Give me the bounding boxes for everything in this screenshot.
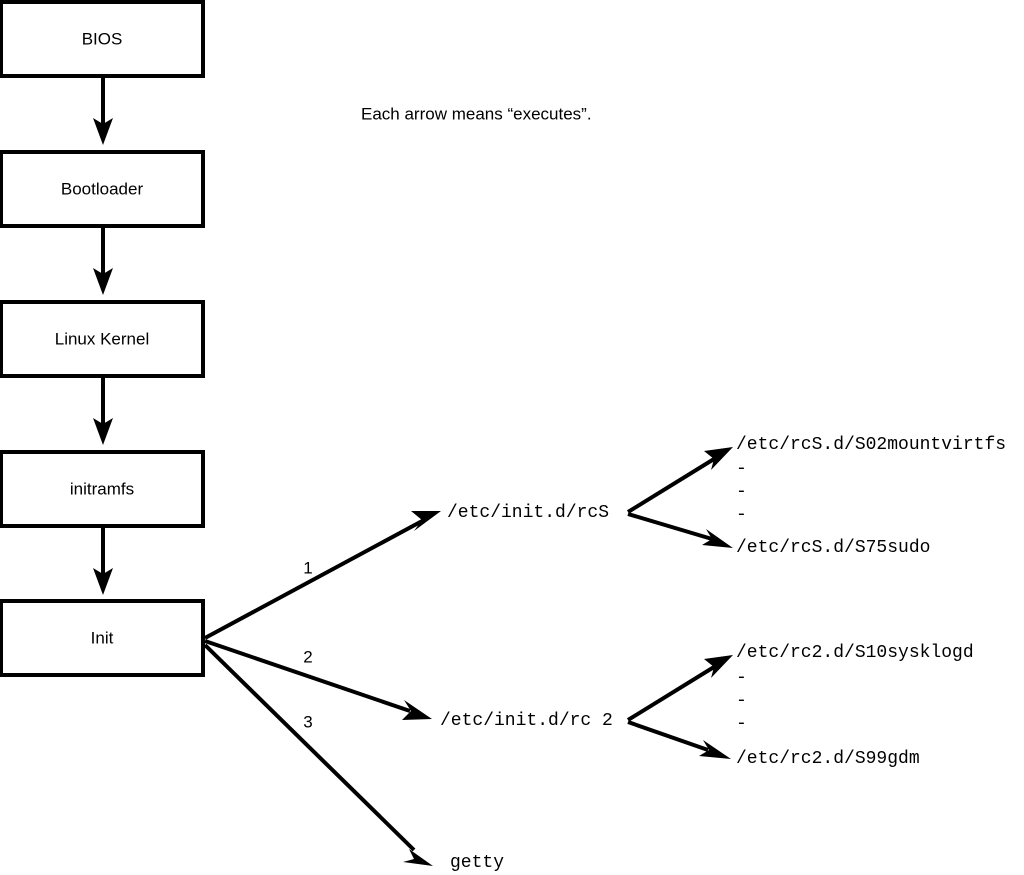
script-label-getty: getty (450, 853, 504, 873)
box-initramfs[interactable]: initramfs (0, 450, 205, 528)
arrowhead-rc2-bottom (699, 740, 731, 759)
branch-2-number: 2 (303, 647, 312, 666)
rcs-fanout-arrows (626, 447, 733, 548)
chain-connectors (93, 76, 113, 595)
rc2-fanout-arrows (626, 655, 733, 759)
rcs-target-first: /etc/rcS.d/S02mountvirtfs (736, 435, 1006, 455)
box-linux-kernel-rect (0, 300, 205, 378)
branch-1-number: 1 (303, 558, 312, 577)
arrowhead-kernel-to-initramfs (93, 418, 113, 445)
box-initramfs-label: initramfs (70, 479, 134, 498)
branch-2-arrow (204, 639, 432, 720)
script-label-rcs: /etc/init.d/rcS (447, 503, 609, 523)
arrowhead-rc2-top (704, 655, 733, 678)
arrowhead-branch-2 (402, 700, 432, 720)
arrowhead-bios-to-bootloader (93, 118, 113, 145)
box-init-label: Init (91, 628, 114, 647)
rcs-top-line (626, 457, 716, 514)
rc2-target-first: /etc/rc2.d/S10sysklogd (736, 643, 974, 663)
box-bios[interactable]: BIOS (0, 0, 205, 78)
rcs-target-last: /etc/rcS.d/S75sudo (736, 538, 930, 558)
script-label-rc2: /etc/init.d/rc 2 (440, 711, 613, 731)
box-initramfs-rect (0, 450, 205, 528)
rc2-ellipsis-dash-1: - (736, 668, 747, 688)
rc2-target-last: /etc/rc2.d/S99gdm (736, 749, 920, 769)
arrowhead-branch-1 (411, 511, 441, 531)
rcs-ellipsis-dash-2: - (736, 482, 747, 502)
rc2-ellipsis-dash-3: - (736, 714, 747, 734)
arrowhead-initramfs-to-init (93, 568, 113, 595)
box-bootloader-rect (0, 150, 205, 228)
branch-2-line (204, 639, 411, 713)
branch-3-line (203, 643, 416, 852)
box-linux-kernel-label: Linux Kernel (55, 329, 150, 348)
arrowhead-branch-3 (403, 849, 433, 866)
box-bios-rect (0, 0, 205, 78)
box-bootloader-label: Bootloader (61, 179, 144, 198)
rcs-bottom-line (627, 512, 713, 541)
rc2-ellipsis-dash-2: - (736, 691, 747, 711)
rc2-bottom-line (627, 720, 709, 752)
box-bios-label: BIOS (82, 29, 123, 48)
rcs-ellipsis-dash-1: - (736, 459, 747, 479)
box-bootloader[interactable]: Bootloader (0, 150, 205, 228)
box-init[interactable]: Init (0, 599, 205, 677)
arrowhead-rcs-top (704, 447, 733, 470)
branch-3-arrow (203, 643, 433, 866)
rc2-top-line (626, 665, 716, 722)
caption-text: Each arrow means “executes”. (361, 104, 592, 123)
branch-3-number: 3 (303, 712, 312, 731)
rcs-ellipsis-dash-3: - (736, 505, 747, 525)
box-linux-kernel[interactable]: Linux Kernel (0, 300, 205, 378)
box-init-rect (0, 599, 205, 677)
arrowhead-rcs-bottom (702, 529, 733, 548)
arrowhead-bootloader-to-kernel (93, 268, 113, 295)
branch-1-arrow (204, 511, 441, 640)
branch-1-line (204, 518, 425, 640)
